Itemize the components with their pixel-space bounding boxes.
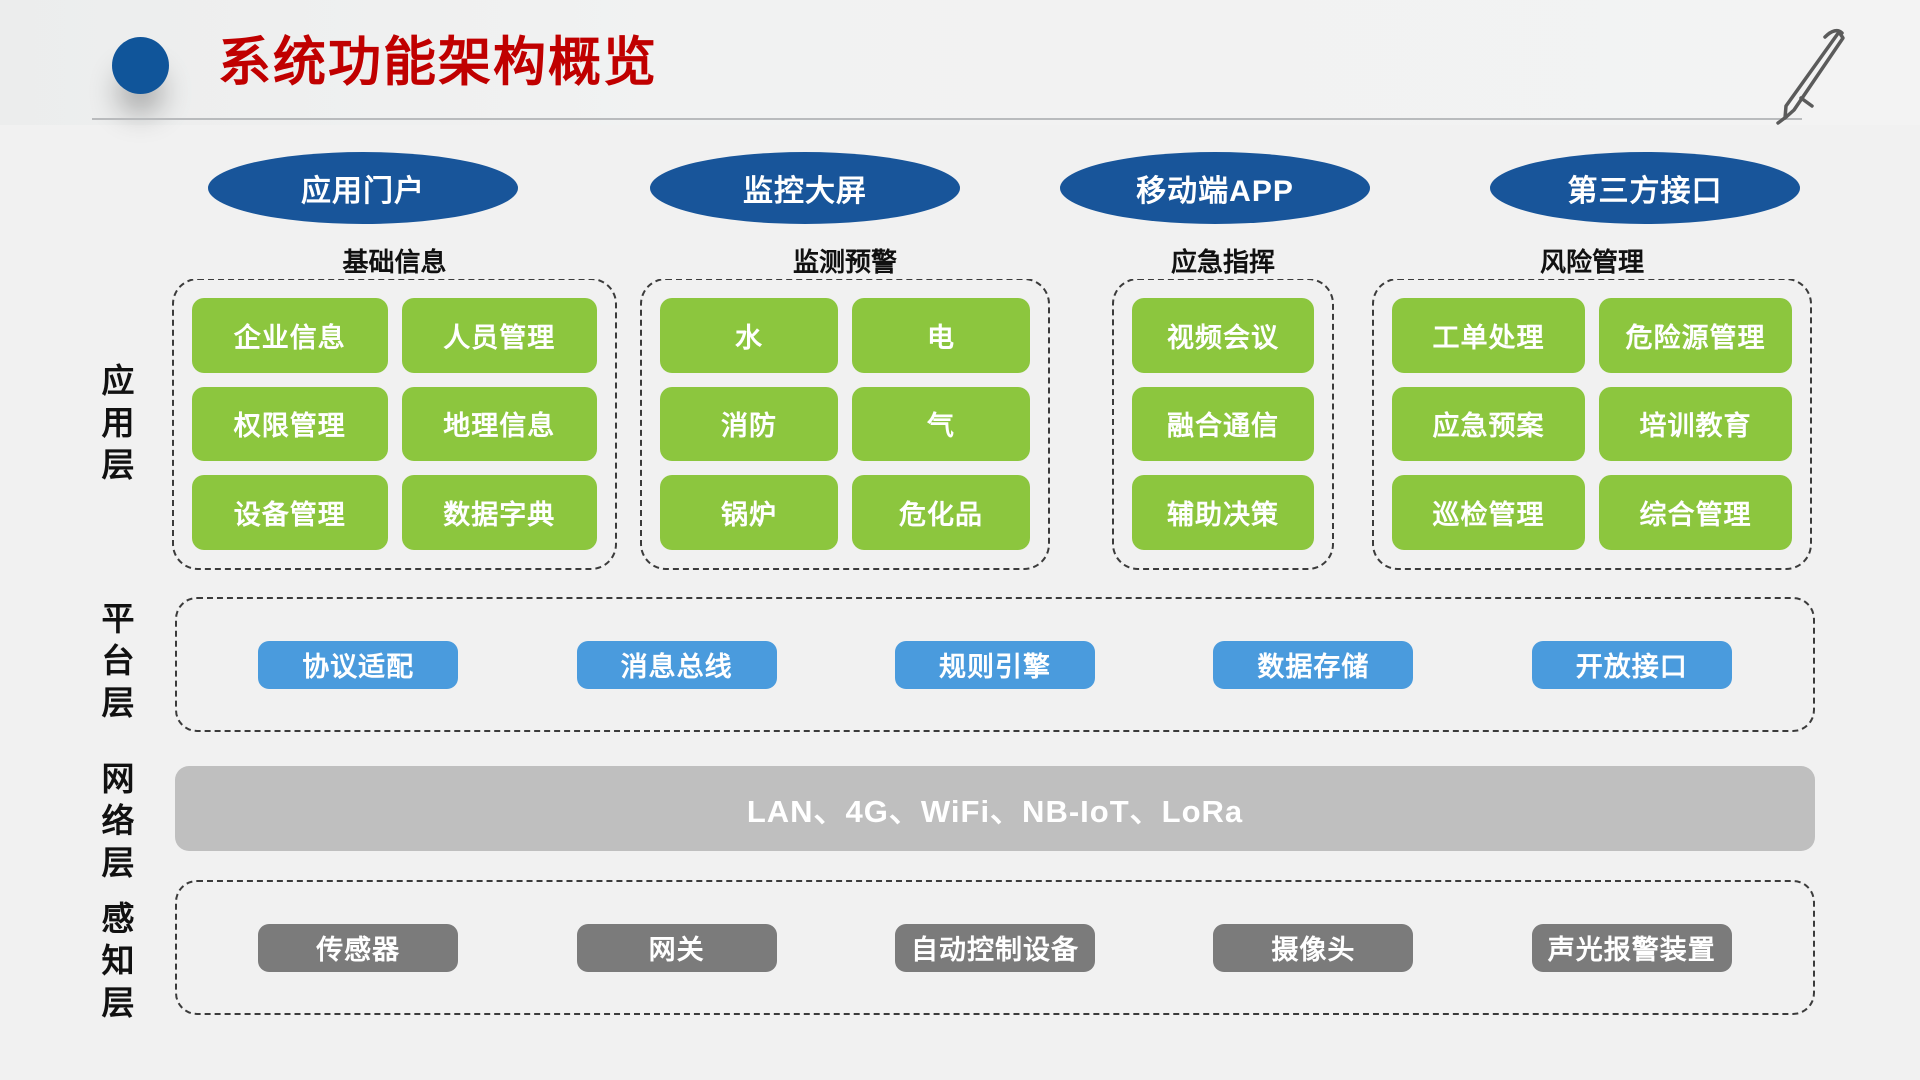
app-item[interactable]: 应急预案 — [1392, 386, 1585, 462]
app-item[interactable]: 综合管理 — [1599, 475, 1792, 550]
app-group-title-text: 监测预警 — [782, 247, 907, 277]
app-item[interactable]: 危险源管理 — [1599, 298, 1792, 373]
app-group-emergency-command: 应急指挥 视频会议 融合通信 辅助决策 — [1112, 242, 1334, 570]
app-group-title: 应急指挥 — [1114, 242, 1332, 279]
app-item[interactable]: 电 — [852, 298, 1030, 373]
header-divider — [92, 118, 1802, 120]
app-group-monitoring-alert: 监测预警 水 电 消防 气 锅炉 危化品 — [640, 242, 1050, 570]
app-group-grid: 水 电 消防 气 锅炉 危化品 — [660, 298, 1030, 550]
app-group-basic-info: 基础信息 企业信息 人员管理 权限管理 地理信息 设备管理 数据字典 — [172, 242, 617, 570]
app-item[interactable]: 锅炉 — [660, 475, 838, 550]
app-group-grid: 视频会议 融合通信 辅助决策 — [1132, 298, 1314, 550]
app-item[interactable]: 融合通信 — [1132, 386, 1314, 462]
perception-item[interactable]: 声光报警装置 — [1531, 923, 1732, 972]
app-item[interactable]: 辅助决策 — [1132, 475, 1314, 550]
header-bullet-icon — [112, 37, 169, 94]
app-item[interactable]: 数据字典 — [401, 475, 597, 550]
app-group-title-text: 基础信息 — [332, 247, 457, 277]
page-header: 系统功能架构概览 — [0, 0, 1920, 125]
access-channel-app-portal[interactable]: 应用门户 — [208, 152, 518, 224]
app-group-title: 风险管理 — [1374, 242, 1810, 279]
platform-item[interactable]: 开放接口 — [1531, 640, 1732, 689]
perception-layer-container: 传感器 网关 自动控制设备 摄像头 声光报警装置 — [175, 880, 1815, 1015]
app-item[interactable]: 巡检管理 — [1392, 475, 1585, 550]
perception-item[interactable]: 网关 — [576, 923, 777, 972]
layer-label-perception: 感知层 — [101, 900, 135, 1021]
platform-item[interactable]: 数据存储 — [1213, 640, 1414, 689]
network-layer-bar: LAN、4G、WiFi、NB-IoT、LoRa — [175, 766, 1815, 851]
pen-icon — [1776, 28, 1845, 125]
app-item[interactable]: 培训教育 — [1599, 386, 1792, 462]
layer-label-network: 网络层 — [101, 760, 135, 881]
page-title: 系统功能架构概览 — [218, 33, 658, 92]
app-item[interactable]: 工单处理 — [1392, 298, 1585, 373]
platform-layer-container: 协议适配 消息总线 规则引擎 数据存储 开放接口 — [175, 597, 1815, 732]
app-group-title: 监测预警 — [642, 242, 1048, 279]
app-item[interactable]: 视频会议 — [1132, 298, 1314, 373]
access-channel-third-party[interactable]: 第三方接口 — [1490, 152, 1800, 224]
app-item[interactable]: 危化品 — [852, 475, 1030, 550]
app-group-title-text: 风险管理 — [1529, 247, 1654, 277]
app-item[interactable]: 消防 — [660, 386, 838, 462]
platform-item[interactable]: 规则引擎 — [894, 640, 1095, 689]
platform-item[interactable]: 协议适配 — [258, 640, 459, 689]
app-group-title-text: 应急指挥 — [1160, 247, 1285, 277]
app-group-grid: 工单处理 危险源管理 应急预案 培训教育 巡检管理 综合管理 — [1392, 298, 1792, 550]
perception-item[interactable]: 自动控制设备 — [894, 923, 1095, 972]
app-group-title: 基础信息 — [174, 242, 615, 279]
app-item[interactable]: 地理信息 — [401, 386, 597, 462]
layer-label-application: 应用层 — [101, 362, 135, 483]
app-item[interactable]: 人员管理 — [401, 298, 597, 373]
perception-item[interactable]: 摄像头 — [1213, 923, 1414, 972]
app-item[interactable]: 水 — [660, 298, 838, 373]
app-item[interactable]: 设备管理 — [192, 475, 388, 550]
access-channel-big-screen[interactable]: 监控大屏 — [650, 152, 960, 224]
app-item[interactable]: 权限管理 — [192, 386, 388, 462]
app-item[interactable]: 气 — [852, 386, 1030, 462]
layer-label-platform: 平台层 — [101, 600, 135, 721]
app-group-risk-management: 风险管理 工单处理 危险源管理 应急预案 培训教育 巡检管理 综合管理 — [1372, 242, 1812, 570]
access-channel-mobile-app[interactable]: 移动端APP — [1060, 152, 1370, 224]
app-group-grid: 企业信息 人员管理 权限管理 地理信息 设备管理 数据字典 — [192, 298, 597, 550]
platform-item[interactable]: 消息总线 — [576, 640, 777, 689]
perception-item[interactable]: 传感器 — [258, 923, 459, 972]
app-item[interactable]: 企业信息 — [192, 298, 388, 373]
